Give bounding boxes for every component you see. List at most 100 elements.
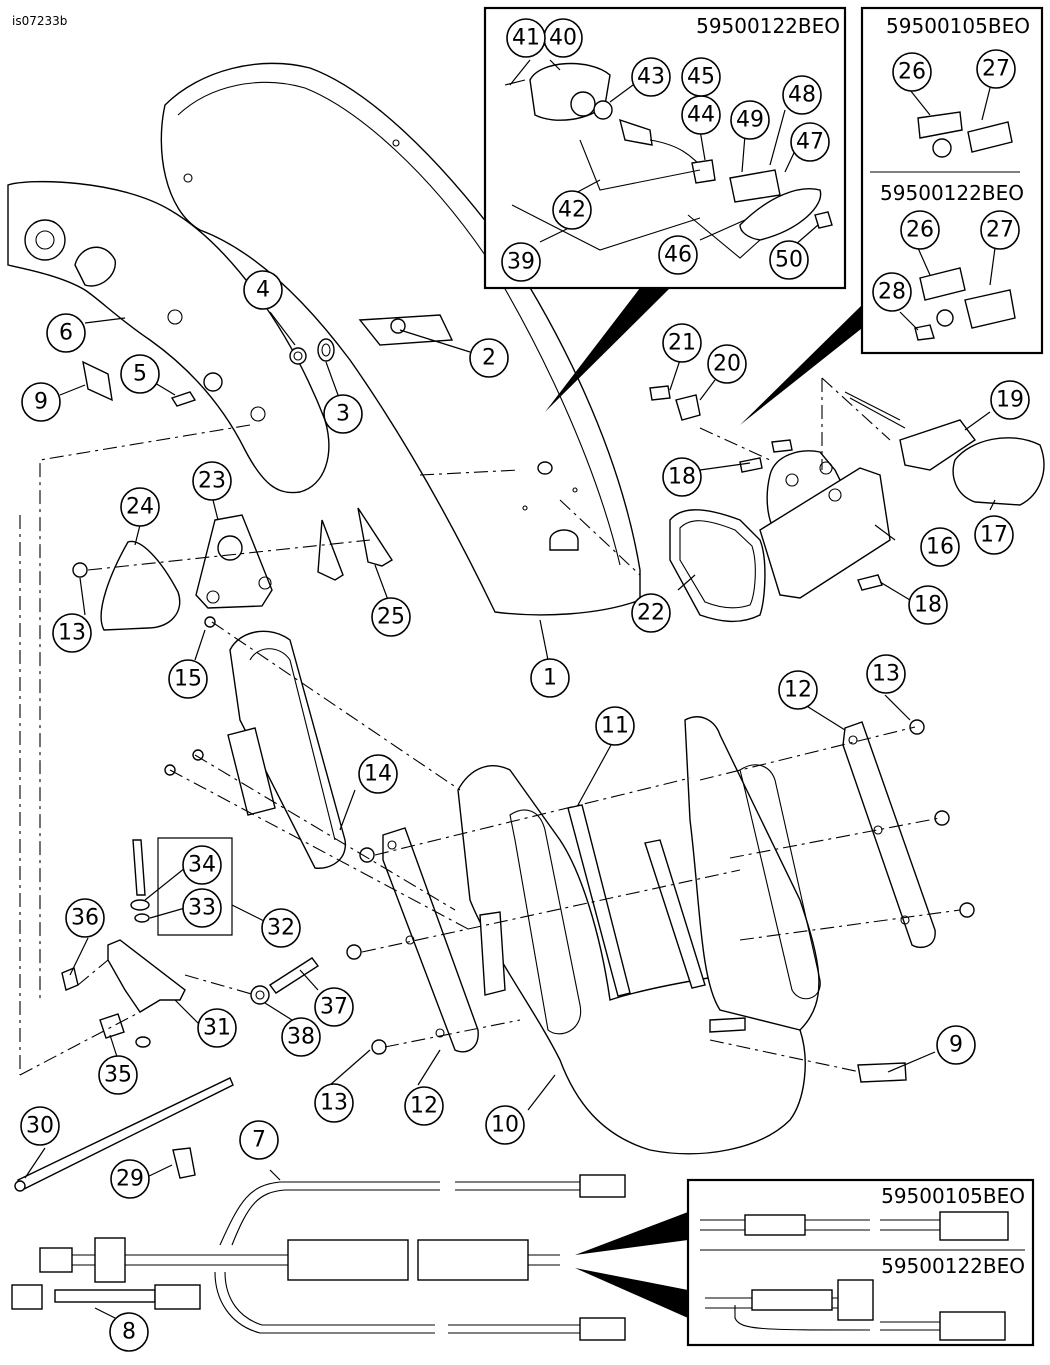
callout-2: 2 (469, 338, 509, 378)
assembly-lines (19, 377, 961, 1076)
callout-20: 20 (707, 344, 747, 384)
callout-number: 39 (507, 250, 535, 275)
callout-47: 47 (790, 122, 830, 162)
callout-number: 1 (543, 666, 557, 691)
callout-number: 18 (914, 593, 942, 618)
callout-35: 35 (98, 1055, 138, 1095)
callout-4: 4 (243, 270, 283, 310)
wiring-harness (11, 1174, 626, 1341)
callout-32: 32 (261, 908, 301, 948)
callout-3: 3 (323, 394, 363, 434)
rear-fascia (457, 716, 821, 1155)
callout-number: 20 (713, 352, 741, 377)
callout-50: 50 (769, 240, 809, 280)
callout-number: 30 (26, 1114, 54, 1139)
callout-28: 28 (872, 272, 912, 312)
callout-9b: 9 (936, 1025, 976, 1065)
side-plates (382, 721, 936, 1053)
callout-11: 11 (595, 706, 635, 746)
callout-number: 42 (558, 198, 586, 223)
callout-21: 21 (662, 323, 702, 363)
callout-37: 37 (314, 987, 354, 1027)
callout-5: 5 (120, 354, 160, 394)
callout-number: 28 (878, 280, 906, 305)
callout-number: 14 (364, 762, 392, 787)
rear-fender (160, 62, 641, 616)
callout-number: 29 (116, 1167, 144, 1192)
callout-29: 29 (110, 1159, 150, 1199)
callout-number: 49 (736, 108, 764, 133)
callout-31: 31 (197, 1008, 237, 1048)
callout-22: 22 (631, 593, 671, 633)
callout-1: 1 (530, 658, 570, 698)
callout-number: 50 (775, 248, 803, 273)
callout-number: 36 (71, 906, 99, 931)
callout-27a: 27 (976, 49, 1016, 89)
callout-number: 13 (872, 662, 900, 687)
callout-41: 41 (506, 18, 546, 58)
callout-9a: 9 (21, 382, 61, 422)
callout-number: 35 (104, 1063, 132, 1088)
callout-26a: 26 (892, 52, 932, 92)
callout-number: 47 (796, 130, 824, 155)
callout-number: 26 (906, 218, 934, 243)
leader-lines (24, 59, 996, 1319)
callout-number: 41 (512, 26, 540, 51)
callout-25: 25 (371, 597, 411, 637)
callout-33: 33 (182, 888, 222, 928)
callout-38: 38 (281, 1017, 321, 1057)
callout-number: 45 (687, 65, 715, 90)
callout-19: 19 (990, 380, 1030, 420)
callout-26b: 26 (900, 210, 940, 250)
callout-15: 15 (168, 659, 208, 699)
callout-43: 43 (631, 57, 671, 97)
callout-number: 4 (256, 278, 270, 303)
callout-number: 12 (784, 678, 812, 703)
cable-tie-and-clip (14, 1077, 234, 1192)
kit-label: 59500122BEO (881, 1254, 1025, 1278)
callout-18b: 18 (908, 585, 948, 625)
inset-kit-connectors: 59500105BEO 59500122BEO (686, 1178, 1035, 1347)
lamp-housing-14 (227, 630, 346, 869)
license-lamp-group (649, 385, 1045, 623)
callout-17: 17 (974, 515, 1014, 555)
nuts (72, 562, 975, 1055)
callout-number: 13 (320, 1091, 348, 1116)
callout-13b: 13 (866, 654, 906, 694)
callout-40: 40 (543, 18, 583, 58)
callout-16: 16 (920, 527, 960, 567)
callout-24: 24 (120, 487, 160, 527)
mounting-hardware-lower-left (61, 839, 320, 1048)
kit-label: 59500122BEO (696, 14, 840, 38)
callout-number: 7 (252, 1128, 266, 1153)
callout-42: 42 (552, 190, 592, 230)
callout-number: 32 (267, 916, 295, 941)
callout-number: 44 (687, 103, 715, 128)
callout-number: 34 (188, 853, 216, 878)
callout-23: 23 (192, 461, 232, 501)
callout-12a: 12 (778, 670, 818, 710)
callout-27b: 27 (980, 210, 1020, 250)
callout-8: 8 (109, 1312, 149, 1352)
figure-id: is07233b (12, 14, 67, 28)
callout-number: 33 (188, 896, 216, 921)
callout-48: 48 (782, 75, 822, 115)
callout-number: 43 (637, 65, 665, 90)
callout-44: 44 (681, 95, 721, 135)
callout-number: 23 (198, 469, 226, 494)
callout-number: 15 (174, 667, 202, 692)
callout-number: 31 (203, 1016, 231, 1041)
callout-number: 46 (664, 243, 692, 268)
callout-13c: 13 (314, 1083, 354, 1123)
kit-label: 59500105BEO (881, 1184, 1025, 1208)
callout-number: 40 (549, 26, 577, 51)
callout-number: 18 (668, 465, 696, 490)
reflector-rails (567, 804, 706, 997)
callout-number: 8 (122, 1320, 136, 1345)
callout-10: 10 (485, 1105, 525, 1145)
callout-number: 12 (410, 1094, 438, 1119)
callout-46: 46 (658, 235, 698, 275)
callout-number: 5 (133, 362, 147, 387)
callout-number: 21 (668, 331, 696, 356)
